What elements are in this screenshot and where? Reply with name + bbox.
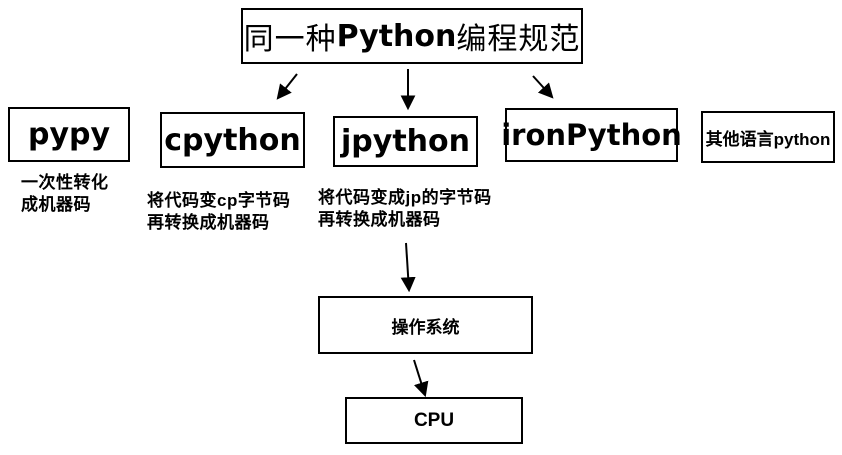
pypy-description-line2: 成机器码 <box>21 195 91 214</box>
node-other-languages-label: 其他语言python <box>705 129 831 149</box>
node-cpu-label: CPU <box>413 409 455 431</box>
jpython-description-line1: 将代码变成jp的字节码 <box>318 188 492 207</box>
node-ironpython-label: ironPython <box>501 118 682 152</box>
node-operating-system-label: 操作系统 <box>391 317 460 337</box>
node-cpython: cpython <box>160 112 305 168</box>
cpython-description: 将代码变cp字节码 再转换成机器码 <box>147 190 290 234</box>
pypy-description: 一次性转化 成机器码 <box>21 172 109 216</box>
title-text-python: Python <box>336 18 457 54</box>
arrow-os-to-cpu <box>413 359 429 398</box>
arrow-jpython-to-os <box>400 242 416 293</box>
node-cpython-label: cpython <box>164 122 301 158</box>
node-cpu: CPU <box>345 397 523 444</box>
node-other-languages: 其他语言python <box>701 111 835 163</box>
cpython-description-line1: 将代码变cp字节码 <box>147 191 291 210</box>
jpython-description: 将代码变成jp的字节码 再转换成机器码 <box>318 187 508 231</box>
arrow-title-to-ironpython <box>532 75 554 99</box>
cpython-description-line2: 再转换成机器码 <box>147 213 270 232</box>
jpython-description-line2: 再转换成机器码 <box>318 210 441 229</box>
node-pypy-label: pypy <box>27 117 111 152</box>
node-operating-system: 操作系统 <box>318 296 533 354</box>
pypy-description-line1: 一次性转化 <box>21 173 109 192</box>
node-jpython: jpython <box>333 116 478 167</box>
arrow-title-to-cpython <box>276 73 298 100</box>
node-ironpython: ironPython <box>501 108 682 162</box>
title-text-post: 编程规范 <box>456 23 581 56</box>
title-text-pre: 同一种 <box>243 23 337 56</box>
node-pypy: pypy <box>8 107 130 162</box>
node-jpython-label: jpython <box>341 124 470 159</box>
